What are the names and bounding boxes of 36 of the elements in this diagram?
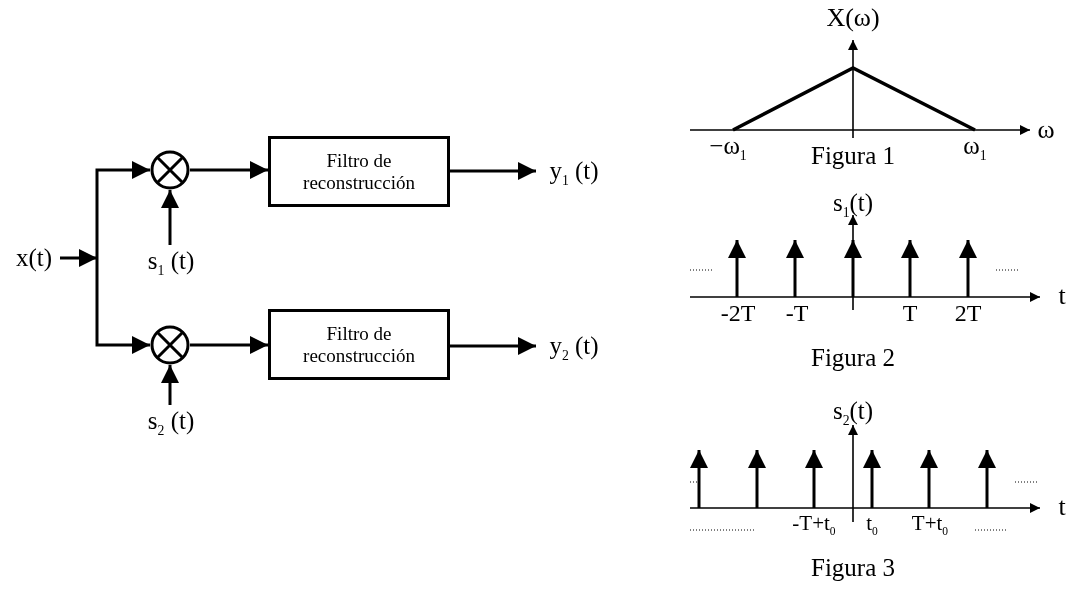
arrow [190,336,268,354]
plot-label: Figura 3 [811,555,895,580]
signal-label: y$_{1}$ (t) [536,155,612,187]
plot-label: −ω$_{1}$ [709,133,747,163]
multiplier-symbol [150,325,190,365]
signal-label: y$_{2}$ (t) [536,330,612,362]
plot-label: 2T [954,301,982,325]
plot-label: -2T [720,301,756,325]
arrow [450,337,536,355]
arrow [190,161,268,179]
plot-label: t$_{0}$ [866,513,878,538]
plot-label: X(ω) [826,5,880,31]
arrow [450,162,536,180]
signal-label: s$_{2}$ (t) [138,405,204,437]
multiplier-symbol [150,150,190,190]
arrow [161,365,179,405]
plot-label: t [1058,494,1066,520]
arrow [95,258,150,354]
plot-label: Figura 2 [811,345,895,370]
plot-label: ω [1037,117,1055,143]
filter-box: Filtro de reconstrucción [268,309,450,380]
filter-box: Filtro de reconstrucción [268,136,450,207]
plot-label: T [902,301,918,325]
plot-label: t [1058,283,1066,309]
signal-label: s$_{1}$ (t) [138,245,204,277]
plot-label: s$_{2}$(t) [832,398,874,428]
arrow [95,161,150,258]
arrow [60,249,97,267]
plot-label: -T+t$_{0}$ [792,513,836,538]
plot-label: s$_{1}$(t) [832,190,874,220]
plot-label: Figura 1 [811,143,895,168]
plot-label: T+t$_{0}$ [911,513,949,538]
arrow [161,190,179,245]
plot-label: -T [785,301,809,325]
signal-label: x(t) [8,243,60,273]
plot-label: ω$_{1}$ [963,133,987,163]
